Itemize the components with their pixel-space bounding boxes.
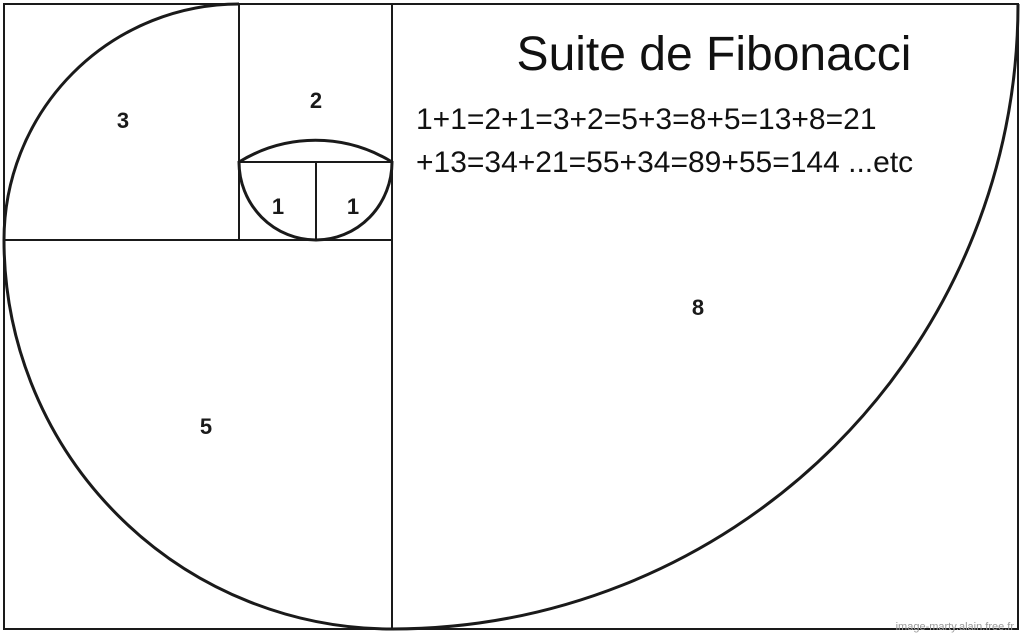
- label-eight: 8: [692, 295, 704, 320]
- diagram-title: Suite de Fibonacci: [517, 28, 912, 81]
- label-two: 2: [310, 88, 322, 113]
- label-one-b: 1: [347, 194, 359, 219]
- sequence-line-2: +13=34+21=55+34=89+55=144 ...etc: [416, 146, 913, 179]
- label-three: 3: [117, 108, 129, 133]
- watermark-text: image-marty.alain.free.fr: [896, 621, 1015, 633]
- square-one-b: [315, 161, 393, 241]
- label-one-a: 1: [272, 194, 284, 219]
- square-five: [3, 239, 393, 630]
- sequence-line-1: 1+1=2+1=3+2=5+3=8+5=13+8=21: [416, 103, 877, 136]
- square-two: [238, 3, 393, 163]
- square-eight: [391, 3, 1019, 630]
- label-five: 5: [200, 414, 212, 439]
- squares-group: [3, 3, 1019, 630]
